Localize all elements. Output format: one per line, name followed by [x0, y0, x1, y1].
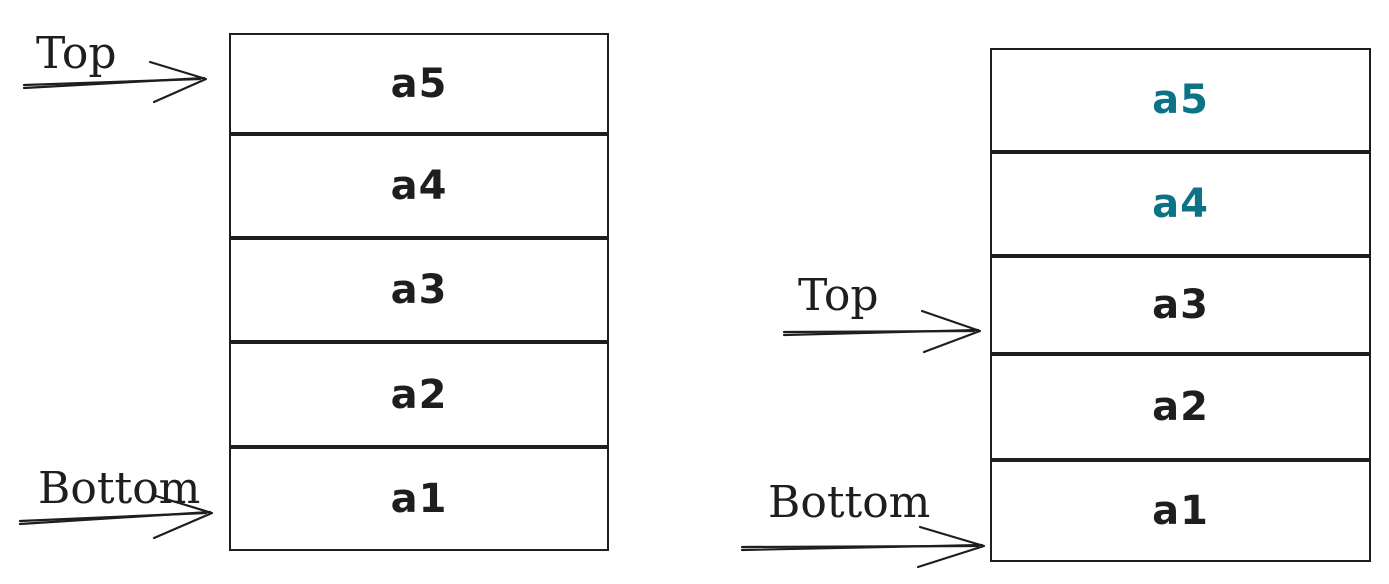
right-bottom-arrow-icon [740, 525, 986, 569]
stack-left-cell-a1: a1 [229, 447, 609, 551]
stack-right: a5 a4 a3 a2 a1 [990, 48, 1371, 562]
stack-left-cell-a5: a5 [229, 33, 609, 134]
stack-left-cell-a2: a2 [229, 342, 609, 447]
stack-left-cell-a4: a4 [229, 134, 609, 238]
right-top-pointer-label: Top [798, 270, 879, 321]
stack-right-cell-a4: a4 [990, 152, 1371, 256]
stack-left-cell-a3: a3 [229, 238, 609, 342]
left-top-pointer-label: Top [36, 28, 117, 79]
stack-right-cell-a3: a3 [990, 256, 1371, 354]
stack-right-cell-a1: a1 [990, 460, 1371, 562]
stack-left: a5 a4 a3 a2 a1 [229, 33, 609, 551]
stack-right-cell-a2: a2 [990, 354, 1371, 460]
left-bottom-pointer-label: Bottom [38, 463, 201, 514]
right-bottom-pointer-label: Bottom [768, 477, 931, 528]
stack-right-cell-a5: a5 [990, 48, 1371, 152]
